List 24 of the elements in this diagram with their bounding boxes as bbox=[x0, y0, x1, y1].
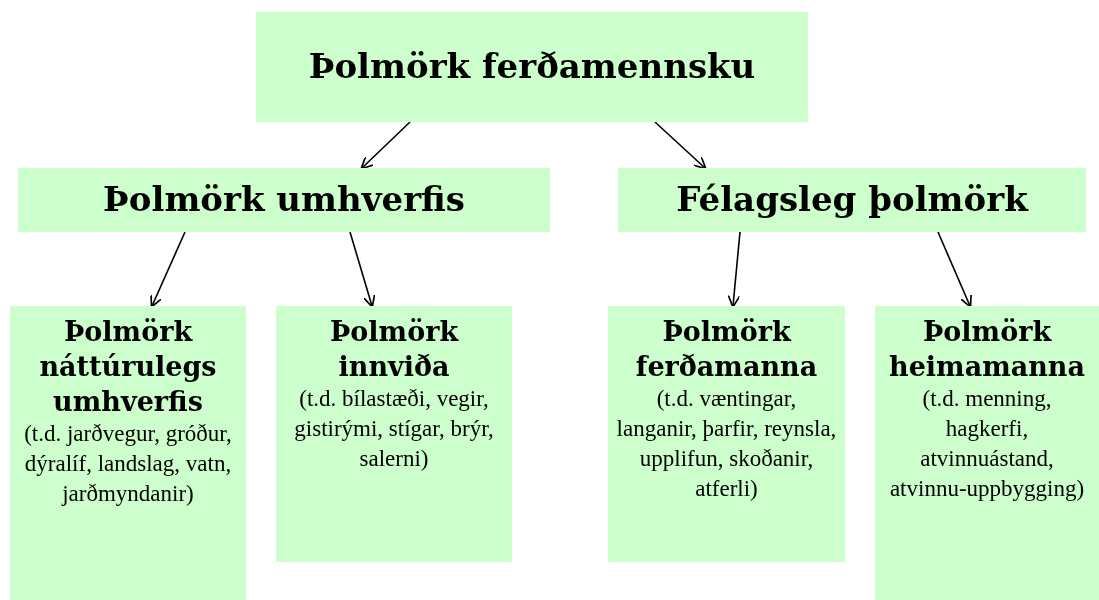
category-box bbox=[276, 306, 512, 562]
category-box bbox=[875, 306, 1099, 600]
example-list: (t.d. menning, hagkerfi, atvinnuástand, atvinnu-uppbygging) bbox=[875, 384, 1099, 504]
box-heading: Þolmörk náttúrulegs umhverfis bbox=[38, 315, 218, 420]
category-box bbox=[256, 12, 808, 122]
arrow bbox=[727, 231, 741, 308]
category-box bbox=[618, 168, 1086, 232]
category-box bbox=[18, 168, 550, 232]
arrow bbox=[360, 121, 411, 170]
category-box bbox=[608, 306, 845, 562]
arrow bbox=[654, 121, 707, 170]
box-heading: Þolmörk heimamanna bbox=[888, 315, 1086, 385]
box-heading: Þolmörk umhverfis bbox=[103, 181, 465, 219]
box-heading: Félagsleg þolmörk bbox=[676, 181, 1028, 219]
example-list: (t.d. væntingar, langanir, þarfir, reynsla, upplifun, skoðanir, atferli) bbox=[608, 384, 845, 504]
category-box bbox=[10, 306, 246, 600]
arrow bbox=[937, 231, 972, 308]
example-list: (t.d. jarðvegur, gróður, dýralíf, landslag, vatn, jarðmyndanir) bbox=[10, 419, 246, 509]
box-heading: Þolmörk innviða bbox=[328, 315, 460, 385]
example-list: (t.d. bílastæði, vegir, gistirými, stígar, brýr, salerni) bbox=[276, 384, 512, 474]
arrow bbox=[150, 231, 186, 308]
box-heading: Þolmörk ferðamennsku bbox=[308, 48, 756, 86]
box-heading: Þolmörk ferðamanna bbox=[634, 315, 819, 385]
arrow bbox=[349, 231, 376, 308]
